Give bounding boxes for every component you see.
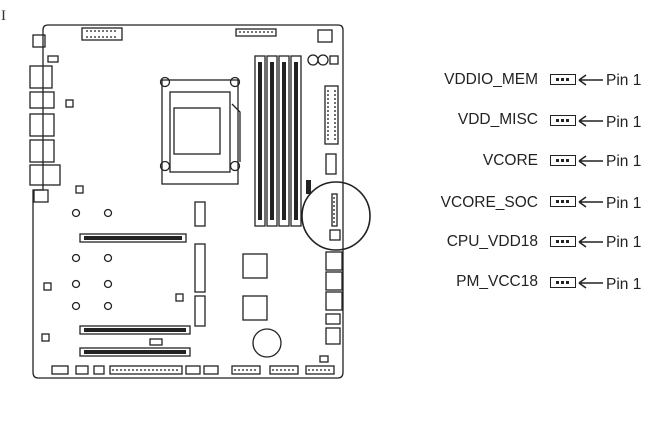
arrow-left-icon xyxy=(578,115,603,127)
pin1-label: Pin 1 xyxy=(606,195,642,212)
header-label-vdd-misc: VDD_MISC xyxy=(457,111,538,128)
m2-slots xyxy=(194,201,206,327)
header-label-vcore: VCORE xyxy=(482,152,538,169)
dimm-slots xyxy=(254,55,302,227)
highlight-circle xyxy=(301,180,371,251)
header-label-vddio-mem: VDDIO_MEM xyxy=(444,71,538,88)
cpu-socket xyxy=(159,76,241,185)
board-outline xyxy=(32,24,344,379)
pin-header-icon xyxy=(550,236,576,247)
top-header xyxy=(81,27,123,41)
fan-header-top xyxy=(235,28,277,37)
arrow-left-icon xyxy=(578,196,603,208)
pin-header-icon xyxy=(550,196,576,207)
pin-header-icon xyxy=(550,155,576,166)
standoffs xyxy=(71,208,113,311)
pcie-slots xyxy=(79,233,191,357)
text-cursor-icon: I xyxy=(1,8,6,24)
header-label-vcore-soc: VCORE_SOC xyxy=(440,194,538,211)
pin1-label: Pin 1 xyxy=(606,114,642,131)
pin-header-icon xyxy=(550,74,576,85)
bottom-headers xyxy=(51,365,335,375)
header-label-cpu-vdd18: CPU_VDD18 xyxy=(446,233,538,250)
arrow-left-icon xyxy=(578,236,603,248)
pin-header-icon xyxy=(550,115,576,126)
header-label-pm-vcc18: PM_VCC18 xyxy=(456,273,538,290)
pin1-label: Pin 1 xyxy=(606,276,642,293)
pin1-label: Pin 1 xyxy=(606,72,642,89)
atx-power-connector xyxy=(324,85,339,145)
pin1-label: Pin 1 xyxy=(606,153,642,170)
chip-secondary xyxy=(242,295,268,321)
arrow-left-icon xyxy=(578,155,603,167)
rear-io-ports xyxy=(29,34,84,342)
pin1-label: Pin 1 xyxy=(606,234,642,251)
cmos-battery xyxy=(252,328,282,358)
pin-header-icon xyxy=(550,277,576,288)
arrow-left-icon xyxy=(578,277,603,289)
arrow-left-icon xyxy=(578,74,603,86)
chipset xyxy=(242,253,268,279)
